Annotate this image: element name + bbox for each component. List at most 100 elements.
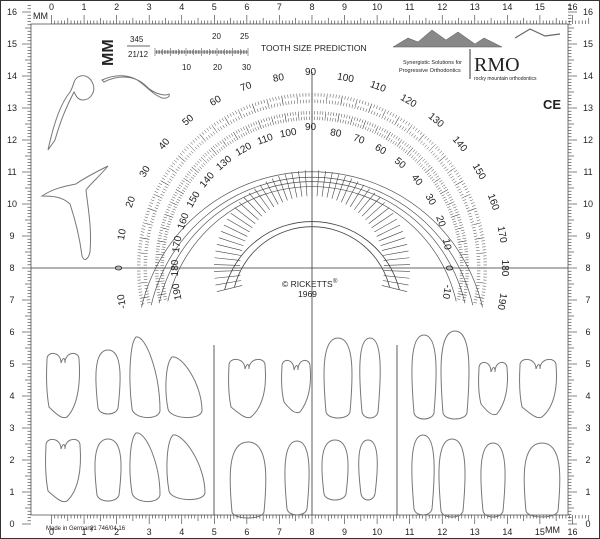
tooth-outline [94, 438, 122, 502]
ruler-number: 0 [49, 527, 54, 537]
protractor-tick [375, 125, 379, 132]
fan-tick [321, 170, 326, 197]
protractor-tick [462, 254, 469, 256]
ruler-number: 6 [9, 327, 14, 337]
protractor-tick [213, 145, 216, 149]
protractor-tick [285, 101, 287, 106]
protractor-tick [378, 106, 381, 111]
protractor-tick [254, 102, 257, 106]
protractor-tick [341, 113, 343, 118]
protractor-tick [456, 186, 460, 189]
protractor-tick [338, 95, 340, 99]
incisor-side-shape [101, 75, 170, 99]
protractor-tick [173, 194, 177, 197]
protractor-tick [355, 123, 357, 127]
protractor-tick [147, 232, 151, 234]
protractor-tick [199, 133, 206, 141]
protractor-tick [334, 118, 336, 122]
protractor-tick [178, 184, 182, 187]
protractor-tick [458, 221, 463, 224]
protractor-tick [434, 173, 438, 176]
ruler-number: 9 [585, 231, 590, 241]
protractor-tick [390, 133, 394, 137]
protractor-tick [367, 102, 370, 106]
protractor-tick [378, 132, 382, 137]
protractor-tick [160, 193, 164, 196]
protractor-tick [279, 114, 281, 118]
ruler-number: 6 [244, 2, 249, 12]
protractor-tick [360, 106, 362, 111]
ruler-number: 2 [585, 455, 590, 465]
protractor-tick [357, 123, 360, 128]
protractor-tick [181, 179, 185, 183]
protractor-tick [447, 206, 451, 209]
ruler-number: 3 [147, 2, 152, 12]
protractor-tick [437, 187, 441, 190]
protractor-tick [345, 120, 347, 124]
protractor-outer-label: 80 [272, 72, 285, 85]
protractor-tick [282, 119, 285, 123]
protractor-tick [346, 103, 348, 107]
protractor-tick [262, 124, 265, 129]
protractor-tick [383, 109, 387, 115]
ruler-unit-top: MM [33, 11, 48, 21]
protractor-tick [298, 111, 300, 118]
protractor-tick [356, 117, 359, 122]
ruler-number: 15 [583, 39, 593, 49]
protractor-tick [216, 121, 219, 125]
protractor-tick [208, 157, 212, 160]
protractor-tick [415, 128, 418, 132]
ruler-number: 1 [82, 527, 87, 537]
ruler-number: 10 [372, 2, 382, 12]
protractor-tick [176, 198, 181, 202]
protractor-tick [381, 134, 384, 138]
protractor-tick [434, 155, 438, 158]
protractor-tick [147, 229, 152, 232]
fan-tick [214, 257, 241, 261]
protractor-tick [276, 103, 278, 107]
protractor-tick [364, 101, 367, 105]
protractor-tick [350, 116, 353, 123]
protractor-tick [367, 127, 369, 131]
rmo-logo: Synergistic Solutions for Progressive Or… [392, 28, 561, 82]
protractor-tick [231, 139, 234, 143]
protractor-tick [165, 172, 169, 175]
protractor-tick [157, 293, 167, 296]
protractor-tick [463, 243, 468, 245]
protractor-tick [326, 93, 328, 100]
protractor-tick [212, 131, 216, 135]
protractor-tick [376, 112, 379, 117]
protractor-tick [438, 189, 442, 192]
protractor-tick [443, 198, 448, 202]
protractor-tick [260, 119, 263, 123]
protractor-tick [137, 282, 144, 284]
protractor-tick [164, 214, 174, 218]
tooth-outline [519, 359, 557, 419]
protractor-tick [160, 227, 167, 230]
tooth-outline [411, 434, 435, 516]
protractor-tick [440, 182, 444, 185]
protractor-tick [227, 142, 230, 146]
protractor-tick [446, 160, 451, 163]
protractor-tick [450, 213, 454, 216]
protractor-tick [150, 218, 155, 220]
protractor-tick [167, 181, 171, 184]
protractor-tick [264, 123, 267, 128]
protractor-tick [395, 136, 398, 140]
brand-tagline-1: Synergistic Solutions for [403, 60, 462, 66]
protractor-tick [450, 164, 454, 168]
ruler-number: 5 [212, 527, 217, 537]
protractor-tick [462, 297, 467, 299]
fan-tick [304, 170, 308, 197]
protractor-tick [210, 133, 213, 137]
protractor-tick [439, 155, 447, 162]
protractor-tick [268, 117, 270, 121]
ruler-number: 15 [535, 527, 545, 537]
protractor-tick [462, 280, 469, 282]
protractor-tick [361, 100, 364, 105]
protractor-tick [469, 218, 474, 220]
protractor-tick [267, 123, 269, 127]
protractor-tick [436, 175, 440, 178]
fan-tick [341, 178, 353, 203]
